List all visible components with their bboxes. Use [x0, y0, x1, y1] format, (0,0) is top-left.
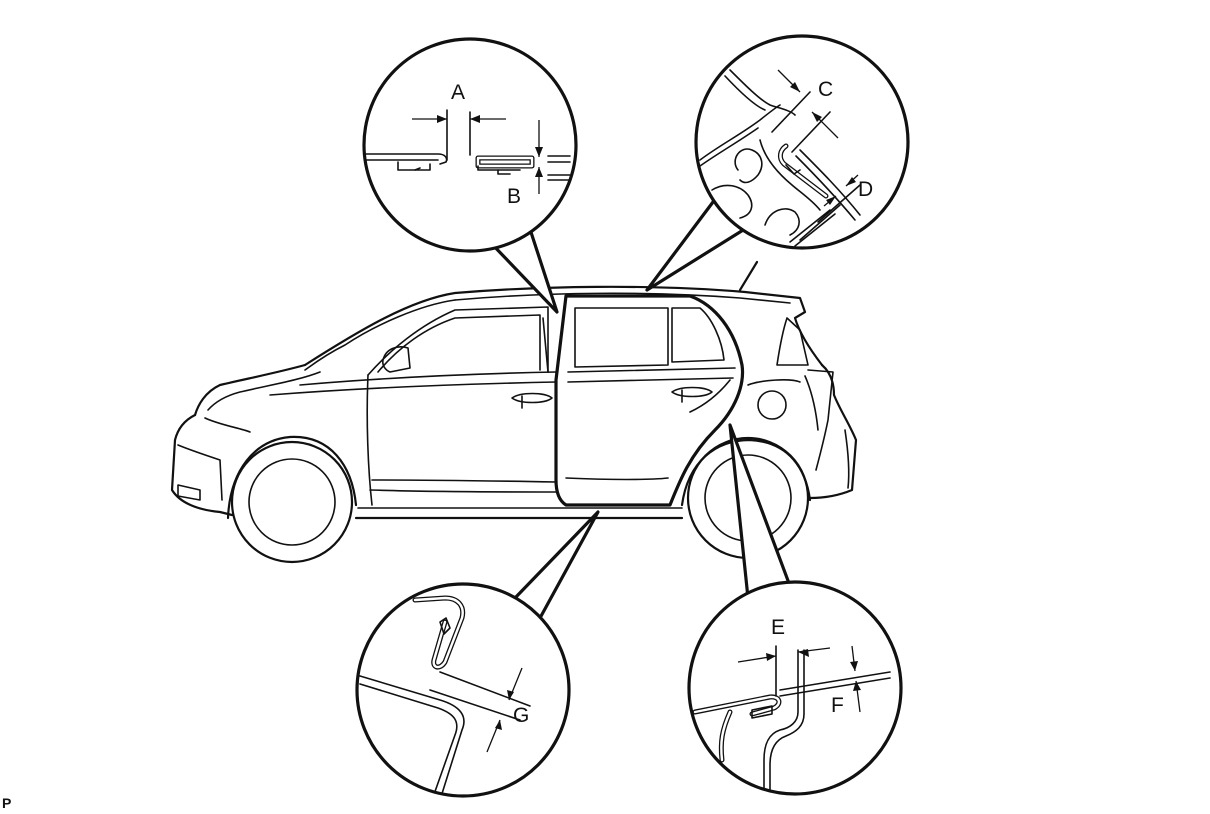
- label-a: A: [451, 81, 465, 104]
- reference-code: P: [2, 795, 11, 811]
- vehicle-side-view: [170, 260, 858, 564]
- detail-ef: E F: [687, 580, 903, 796]
- label-c: C: [818, 78, 833, 101]
- detail-g: G: [355, 582, 571, 798]
- detail-ab: A B: [362, 37, 578, 253]
- detail-cd: C D: [694, 34, 910, 250]
- label-d: D: [858, 178, 873, 201]
- label-e: E: [771, 616, 785, 639]
- label-g: G: [513, 704, 529, 727]
- label-b: B: [507, 185, 521, 208]
- callout-pointers: [488, 196, 792, 620]
- label-f: F: [831, 694, 844, 717]
